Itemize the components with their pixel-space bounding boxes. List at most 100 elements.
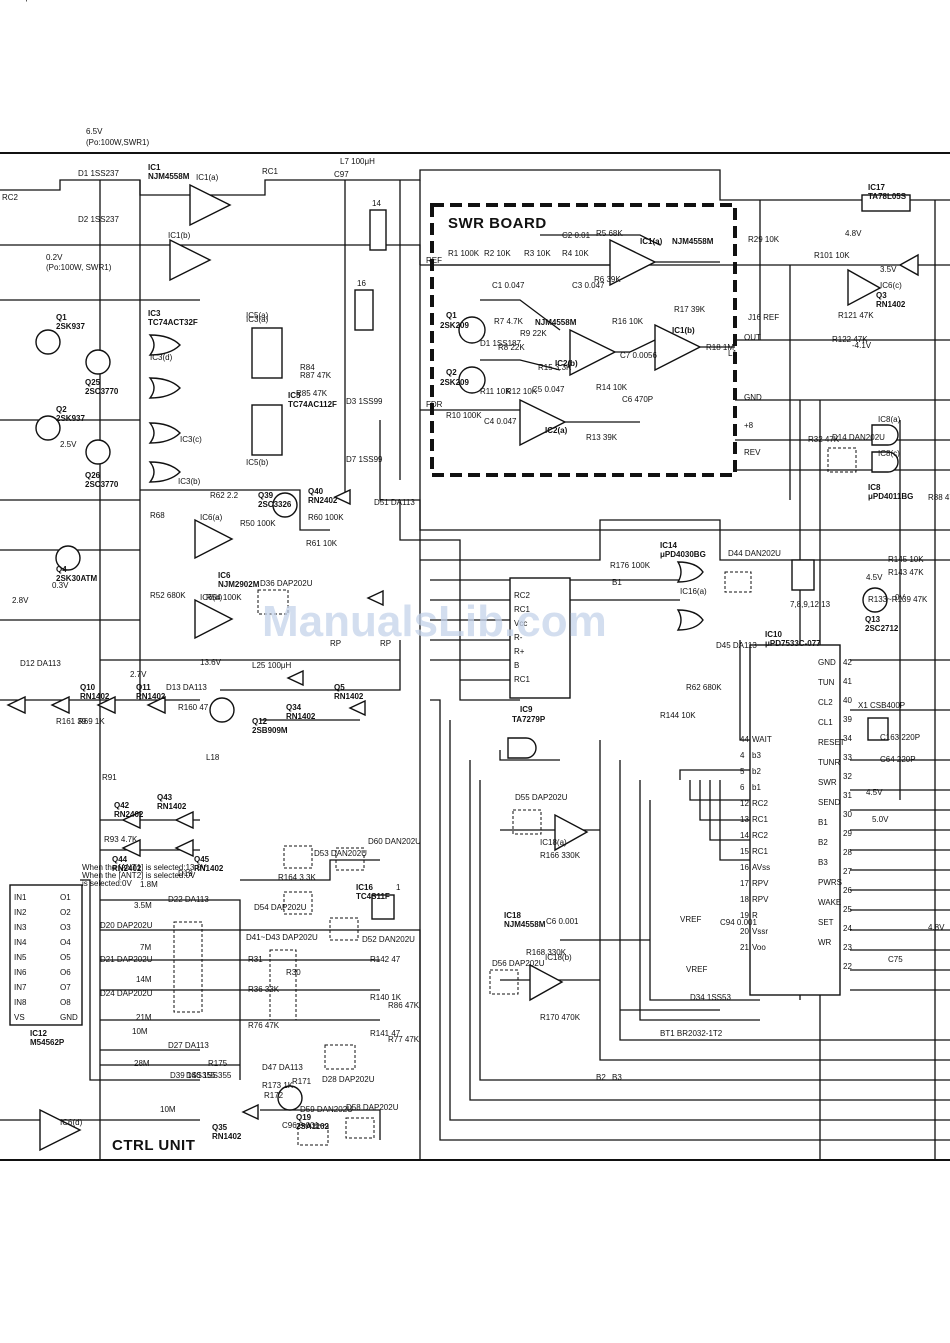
misc-label-45: R87 47K	[300, 371, 332, 380]
swr-board-internals	[440, 234, 735, 447]
misc-label-15: R91	[102, 773, 117, 782]
misc-label-70: C7 100μH	[0, 0, 36, 2]
ic-sub-0-1: IC1(b)	[168, 231, 191, 240]
misc-label-4: L18	[206, 753, 220, 762]
ctrl-unit-label: CTRL UNIT	[112, 1137, 195, 1154]
ic10-left-pin-6: RC2	[752, 831, 769, 840]
note-0v: 0V	[895, 593, 905, 602]
transistor-ref-4: Q26	[85, 471, 101, 480]
swr-q2-part: 2SK209	[440, 378, 469, 387]
band-label-6: 1.8M	[140, 880, 158, 889]
ic12-right-pin-3: O4	[60, 938, 71, 947]
transistor-part-7: RN1402	[136, 692, 166, 701]
misc-label-63: C6 0.001	[546, 917, 579, 926]
swr-q1	[458, 316, 486, 344]
ic10-right-num-9: 29	[843, 829, 852, 838]
q10-driver	[96, 695, 116, 715]
ic-part-3: TC74ACT32F	[148, 318, 198, 327]
d59-array	[297, 1124, 329, 1146]
ic-sub-3-0: IC3(a)	[246, 315, 269, 324]
transistor-ref-1: Q2	[56, 405, 67, 414]
transistor-part-5: 2SC3326	[258, 500, 292, 509]
ic12-right-pin-0: O1	[60, 893, 71, 902]
transistor-part-3: 2SC3770	[85, 387, 119, 396]
transistor-part-17: 2SC2712	[865, 624, 899, 633]
transistor-part-18: RN1402	[876, 300, 906, 309]
ic9-pin-3: R-	[514, 633, 523, 642]
ic-part-11: TC4S11F	[356, 892, 390, 901]
ic10-left-num-11: 19	[740, 911, 749, 920]
transistor-ref-12: Q43	[157, 793, 173, 802]
ic12-right-pin-8: GND	[60, 1013, 78, 1022]
q12-bjt	[209, 697, 235, 723]
transistor-ref-17: Q13	[865, 615, 881, 624]
ic-part-8: μPD7533C-077	[765, 639, 821, 648]
ic10-right-num-5: 33	[843, 753, 852, 762]
q11-driver	[146, 695, 166, 715]
ic-sub-13-0: IC18(a)	[540, 838, 567, 847]
q-left-driver-1	[6, 695, 26, 715]
swr-part-16: R17 39K	[674, 305, 706, 314]
ic10-left-num-4: 12	[740, 799, 749, 808]
ic10-left-num-2: 5	[740, 767, 745, 776]
ic9-pin-0: RC2	[514, 591, 531, 600]
ic10-left-pin-1: b3	[752, 751, 761, 760]
transistor-part-2: 2SK30ATM	[56, 574, 98, 583]
diode-label-15: D59 DAN202U	[300, 1105, 353, 1114]
band-note-1: When the [ANT2] is selected:0V	[82, 871, 196, 880]
ic10-left-num-3: 6	[740, 783, 745, 792]
swr-ic2b-label: IC2(b)	[555, 359, 578, 368]
misc-label-44: R85 47K	[296, 389, 328, 398]
band-label-2: 14M	[136, 975, 152, 984]
transistor-ref-6: Q40	[308, 487, 324, 496]
swr-part-11: R12 10K	[506, 387, 538, 396]
ic-ref-0: IC1	[148, 163, 161, 172]
ic-sub-13-1: IC18(b)	[545, 953, 572, 962]
q19-bjt	[277, 1085, 303, 1111]
frame	[0, 152, 950, 1161]
transistor-part-15: 2SA1162	[296, 1122, 329, 1131]
misc-label-67: C141 0.047	[0, 0, 42, 2]
ic5a-ff	[251, 327, 283, 379]
wiring	[0, 169, 950, 1160]
ic9-pin-5: B	[514, 661, 519, 670]
ic12-left-pin-4: IN5	[14, 953, 27, 962]
ic10-left-pin-12: Vssr	[752, 927, 768, 936]
ic10-right-pin-10: B3	[818, 858, 828, 867]
swr-part-3: R4 10K	[562, 249, 589, 258]
swr-q1-ref: Q1	[446, 311, 457, 320]
ic3d-gate	[148, 334, 181, 356]
q34-driver	[286, 669, 304, 687]
misc-label-52: B2	[596, 1073, 606, 1082]
ic10-right-pin-5: TUNR	[818, 758, 840, 767]
swr-part-13: R14 10K	[596, 383, 628, 392]
misc-label-20: R68	[150, 511, 165, 520]
note-03v: 0.3V	[52, 581, 69, 590]
d20-d24-array	[173, 921, 203, 1013]
transistor-ref-2: Q4	[56, 565, 67, 574]
ic10-left-pin-8: AVss	[752, 863, 770, 872]
swr-opamp-ic2a	[519, 398, 567, 447]
misc-label-66: C97	[334, 170, 349, 179]
swr-part-15: R16 10K	[612, 317, 644, 326]
ic18b-opamp	[529, 963, 564, 1002]
misc-label-59: L1	[728, 349, 737, 358]
swr-ic1a-label: IC1(a)	[640, 237, 663, 246]
ic10-left-pin-9: RPV	[752, 879, 769, 888]
q35-driver	[241, 1103, 259, 1121]
diode-label-24: D13 DA113	[166, 683, 207, 692]
misc-label-50: R176 100K	[610, 561, 651, 570]
diode-label-20: D45 DA113	[716, 641, 757, 650]
ic-sub-3-1: IC3(b)	[178, 477, 201, 486]
band-label-1: 7M	[140, 943, 151, 952]
misc-label-56: RP	[330, 639, 341, 648]
ic-labels: IC1NJM4558MIC3TC74ACT32FIC5TC74AC112FIC6…	[30, 163, 913, 1127]
misc-label-55: RC2	[2, 193, 19, 202]
swr-board-outline	[430, 203, 737, 477]
ic-part-5: NJM2902M	[218, 580, 260, 589]
misc-label-49: R141 47	[370, 1029, 401, 1038]
transistor-ref-15: Q19	[296, 1113, 312, 1122]
ic-sub-6-1: IC8(c)	[878, 449, 900, 458]
